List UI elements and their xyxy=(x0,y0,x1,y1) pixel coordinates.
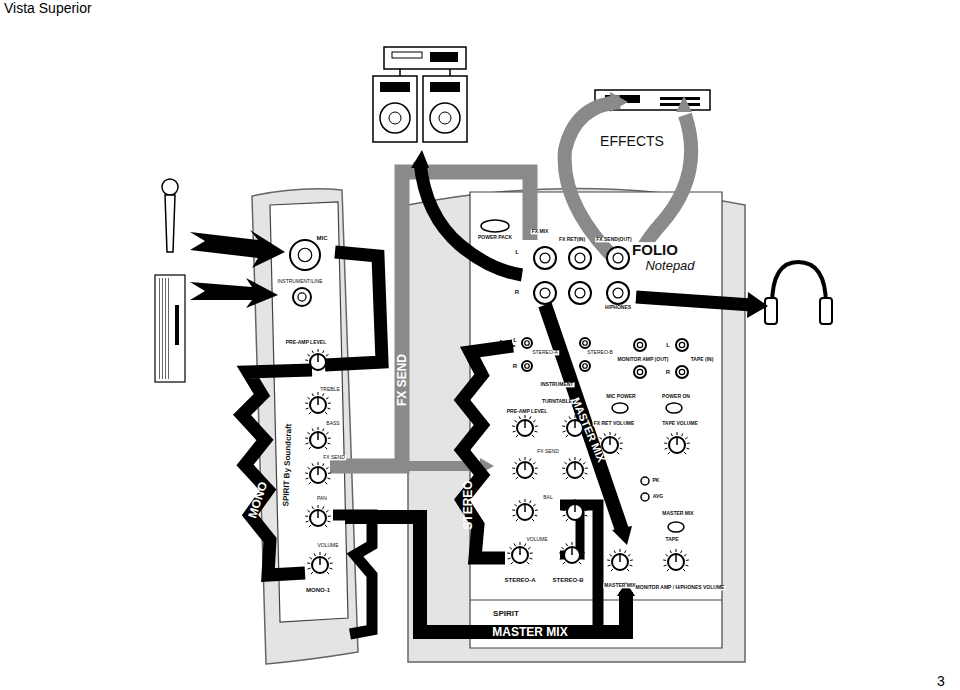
jack-socket xyxy=(676,366,688,378)
panel-label: STEREO-A xyxy=(531,350,559,355)
jack-socket xyxy=(534,247,556,269)
panel-label: TAPE xyxy=(665,537,680,542)
panel-label: TREBLE xyxy=(319,387,340,392)
rotary-knob xyxy=(307,552,333,574)
panel-label: STEREO-B xyxy=(551,577,584,583)
jack-socket xyxy=(534,282,556,304)
panel-label: FX RET(IN) xyxy=(558,237,586,242)
mono-module-panel xyxy=(270,202,348,622)
push-button xyxy=(481,220,509,232)
jack-socket xyxy=(634,366,646,378)
band-label: MASTER MIX xyxy=(492,626,567,639)
panel-label: FX SEND xyxy=(322,455,346,460)
panel-label: R xyxy=(512,363,518,369)
rotary-knob xyxy=(305,392,331,414)
panel-label: FOLIO xyxy=(631,242,679,258)
jack-socket xyxy=(580,338,590,348)
panel-label: MIC POWER xyxy=(605,394,636,399)
rotary-knob xyxy=(663,549,689,571)
panel-label: MONITOR AMP / H/PHONES VOLUME xyxy=(635,585,726,590)
jack-socket xyxy=(293,288,311,306)
panel-label: PRE-AMP LEVEL xyxy=(285,340,327,345)
panel-label: R xyxy=(665,369,671,375)
rotary-knob xyxy=(562,457,588,479)
panel-label: Notepad xyxy=(644,259,695,273)
panel-label: VOLUME xyxy=(525,537,548,542)
main-panel xyxy=(470,192,722,648)
panel-label: PK xyxy=(652,478,661,483)
panel-label: SPIRIT xyxy=(492,610,520,618)
rotary-knob xyxy=(305,505,331,527)
panel-label: L xyxy=(665,342,671,348)
page-title: Vista Superior xyxy=(4,0,92,16)
panel-label: MONO-1 xyxy=(305,587,331,593)
push-button xyxy=(612,403,628,413)
panel-label: INSTRUMENT xyxy=(540,382,575,387)
rotary-knob xyxy=(305,427,331,449)
panel-label: VOLUME xyxy=(316,543,339,548)
jack-socket xyxy=(607,247,629,269)
panel-label: POWER PACK xyxy=(477,235,513,240)
panel-label: BAL xyxy=(542,495,553,500)
panel-label: PAN xyxy=(316,496,328,501)
push-button xyxy=(641,493,649,501)
band-label: FX SEND xyxy=(396,354,409,406)
jack-socket xyxy=(522,338,532,348)
panel-label: TAPE (IN) xyxy=(690,357,715,362)
panel-label: INSTRUMENT/LINE xyxy=(276,279,323,284)
panel-label: TURNTABLE xyxy=(541,399,573,404)
panel-label: BASS xyxy=(325,421,340,426)
rotary-knob xyxy=(664,432,690,454)
panel-label: FX MIX xyxy=(531,229,550,234)
panel-label: STEREO-B xyxy=(586,350,614,355)
rotary-knob xyxy=(305,349,331,371)
jack-socket xyxy=(569,247,591,269)
rotary-knob xyxy=(512,457,538,479)
rotary-knob xyxy=(512,415,538,437)
rotary-knob xyxy=(305,462,331,484)
panel-label: FX SEND xyxy=(536,449,560,454)
panel-label: MIC xyxy=(316,235,329,241)
jack-socket xyxy=(290,240,320,270)
rotary-knob xyxy=(607,549,633,571)
push-button xyxy=(668,522,684,532)
rotary-knob xyxy=(562,499,588,521)
panel-label: PRE-AMP LEVEL xyxy=(506,409,548,414)
effects-label: EFFECTS xyxy=(599,134,665,149)
rotary-knob xyxy=(507,542,533,564)
panel-label: H/PHONES xyxy=(604,305,632,310)
panel-label: L xyxy=(512,337,518,343)
panel-label: L xyxy=(514,249,520,255)
panel-label: MASTER MIX xyxy=(603,583,636,588)
panel-label: MONITOR AMP (OUT) xyxy=(616,357,669,362)
panel-label: MASTER MIX xyxy=(661,511,694,516)
jack-socket xyxy=(607,282,629,304)
panel-label: AVG xyxy=(652,494,664,499)
panel-label: FX SEND(OUT) xyxy=(595,237,633,242)
jack-socket xyxy=(634,339,646,351)
panel-label: TAPE VOLUME xyxy=(661,421,699,426)
panel-label: POWER ON xyxy=(661,394,691,399)
band-label: STEREO xyxy=(462,480,475,529)
panel-label: FX RET VOLUME xyxy=(593,421,636,426)
panel-label: STEREO-A xyxy=(503,577,536,583)
push-button xyxy=(666,403,682,413)
jack-socket xyxy=(676,339,688,351)
rotary-knob xyxy=(512,499,538,521)
mixer-housing xyxy=(408,189,745,663)
jack-socket xyxy=(580,361,590,371)
push-button xyxy=(641,477,649,485)
rotary-knob xyxy=(559,542,585,564)
jack-socket xyxy=(522,361,532,371)
jack-socket xyxy=(569,282,591,304)
panel-label: R xyxy=(514,289,520,295)
page-number: 3 xyxy=(937,674,945,689)
